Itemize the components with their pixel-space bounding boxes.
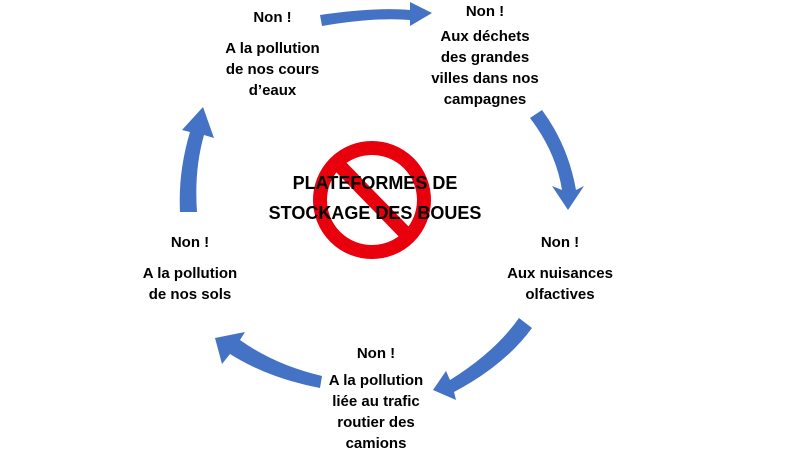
node-right: Non ! Aux nuisances olfactives bbox=[490, 232, 630, 305]
node-top-right-head: Non ! bbox=[465, 3, 505, 20]
arrow-left-to-top bbox=[179, 107, 214, 212]
arrow-bottom-to-left bbox=[215, 332, 322, 388]
node-top-right: Non ! Aux déchets des grandes villes dan… bbox=[415, 1, 555, 110]
arrow-top-right-to-right bbox=[530, 110, 584, 210]
node-right-body: Aux nuisances olfactives bbox=[507, 265, 613, 303]
node-top-right-body: Aux déchets des grandes villes dans nos … bbox=[431, 28, 539, 108]
node-bottom-head: Non ! bbox=[356, 345, 396, 362]
node-top-left: Non ! A la pollution de nos cours d’eaux bbox=[205, 7, 340, 101]
node-bottom-body: A la pollution liée au trafic routier de… bbox=[328, 372, 424, 452]
arrow-top-to-top-right bbox=[320, 2, 432, 26]
node-left-head: Non ! bbox=[170, 234, 210, 251]
no-entry-sign-icon bbox=[313, 141, 431, 259]
node-right-head: Non ! bbox=[540, 234, 580, 251]
node-left-body: A la pollution de nos sols bbox=[142, 265, 238, 303]
node-top-left-body: A la pollution de nos cours d’eaux bbox=[225, 40, 320, 99]
node-top-left-head: Non ! bbox=[253, 9, 292, 26]
node-bottom: Non ! A la pollution liée au trafic rout… bbox=[306, 343, 446, 454]
center-title: PLATEFORMES DE STOCKAGE DES BOUES bbox=[268, 173, 482, 223]
node-left: Non ! A la pollution de nos sols bbox=[120, 232, 260, 305]
arrow-right-to-bottom bbox=[433, 318, 532, 400]
